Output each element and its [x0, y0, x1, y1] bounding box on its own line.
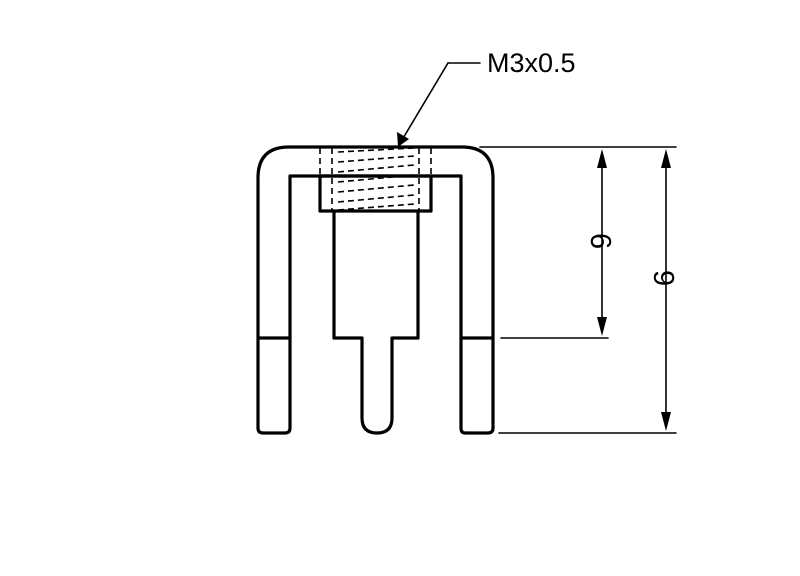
dimension-overall-height — [498, 146, 677, 434]
bracket-body — [256, 145, 495, 435]
thread-callout-leader — [397, 62, 481, 147]
thread-lines — [337, 147, 415, 211]
threaded-insert — [318, 147, 433, 213]
dimension-inner-height-label: 6 — [584, 233, 616, 249]
thread-callout-label: M3x0.5 — [487, 48, 576, 78]
dimension-overall-height-label: 9 — [647, 270, 679, 286]
center-pin — [332, 209, 420, 435]
dimension-inner-height — [479, 146, 609, 339]
